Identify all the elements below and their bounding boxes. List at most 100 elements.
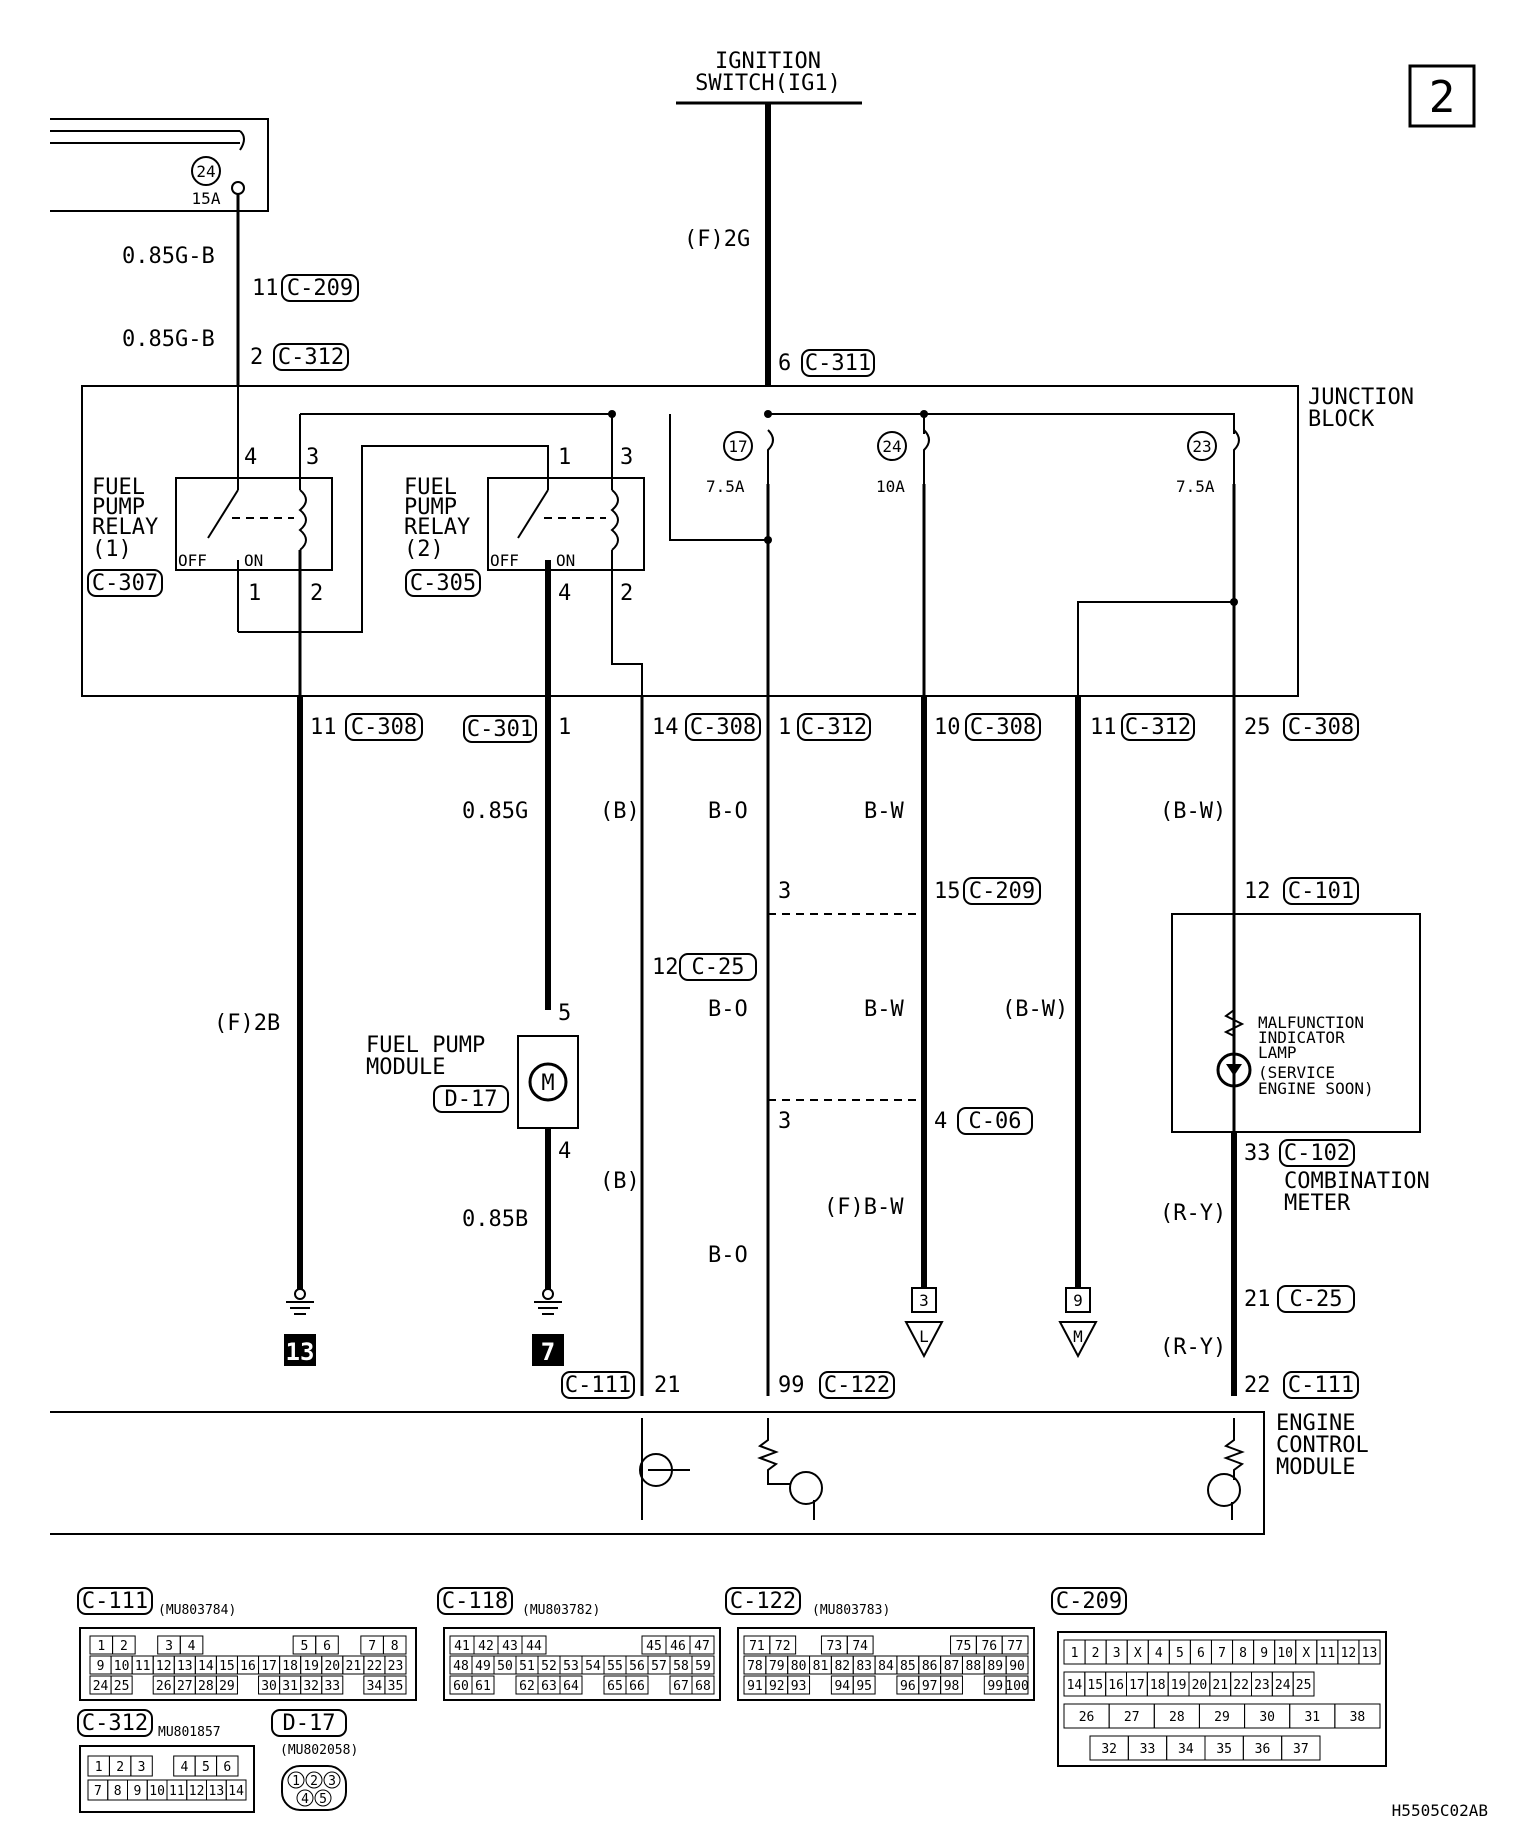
ground-13-badge: [284, 1334, 316, 1366]
c312-r2-pin: 12: [189, 1784, 205, 1799]
relay-1-name-1: FUEL: [92, 475, 145, 500]
c111-r2-pin: 9: [97, 1659, 105, 1674]
c118-r3-pin: 63: [541, 1679, 557, 1694]
conn-c305-box: [405, 569, 481, 597]
c111-r3-pin: 35: [388, 1679, 404, 1694]
c122-r2-pin: 90: [1009, 1659, 1025, 1674]
c122-r2-pin: 81: [813, 1659, 829, 1674]
c111-r2-pin: 17: [261, 1659, 277, 1674]
d17-pin-circle: [305, 1771, 323, 1789]
c122-r3-pin: 94: [834, 1679, 850, 1694]
fuse-23-branch: [1077, 601, 1234, 696]
fuse-box-top: [50, 118, 269, 212]
wire-label-bo-1: B-O: [708, 799, 748, 824]
relay-2-coil: [610, 489, 619, 551]
c312-r2-pin: 7: [94, 1784, 102, 1799]
ground-7-label: 7: [541, 1338, 555, 1366]
c118-r2-pin: 59: [695, 1659, 711, 1674]
c122-r2-pin: 89: [987, 1659, 1003, 1674]
splice-2-pin2: 4: [934, 1109, 947, 1134]
splice-2-conn: C-06: [969, 1109, 1022, 1134]
c111-r1-cell: [248, 1636, 271, 1654]
c122-r2-pin: 87: [944, 1659, 960, 1674]
splice-1-conn: C-209: [969, 879, 1035, 904]
c312-r1-pin: 1: [95, 1760, 103, 1775]
c122-r3-cell: [962, 1676, 984, 1694]
c209-r2-pin: 22: [1233, 1678, 1249, 1693]
fuse-23-amp: 7.5A: [1176, 477, 1215, 496]
jb-out-f-conn: C-312: [1125, 715, 1191, 740]
meter-out-conn-box: [1279, 1139, 1355, 1167]
meter-c25-conn: C-25: [1290, 1287, 1343, 1312]
c209-r4-pin: 36: [1255, 1742, 1271, 1757]
fuel-pump-name-1: FUEL PUMP: [366, 1033, 485, 1058]
junction-block-label-1: JUNCTION: [1308, 385, 1414, 410]
doc-code: H5505C02AB: [1392, 1801, 1488, 1820]
connector-c111-title: C-111: [82, 1589, 148, 1614]
c209-r1-pin: X: [1134, 1646, 1142, 1661]
d17-pin: 2: [310, 1774, 318, 1789]
c312-r1-pin: 5: [202, 1760, 210, 1775]
c118-r2-pin: 51: [519, 1659, 535, 1674]
fuse-top-terminal: [231, 181, 245, 195]
c111-r1-pin: 2: [120, 1639, 128, 1654]
relay-2-name-2: PUMP: [404, 495, 457, 520]
d17-pin: 5: [319, 1792, 327, 1807]
fuse-24-amp: 10A: [876, 477, 905, 496]
c122-r3-pin: 97: [922, 1679, 938, 1694]
wire-label-bw-1: B-W: [864, 799, 904, 824]
splice-2-conn-box: [957, 1107, 1033, 1135]
conn-c305: C-305: [410, 571, 476, 596]
fuse-23-circle: [1187, 431, 1217, 461]
c312-r2-pin: 11: [169, 1784, 185, 1799]
offpage-9-triangle: [1058, 1321, 1098, 1359]
meter-in-pin: 12: [1244, 879, 1271, 904]
ecm-c111a: C-111: [565, 1373, 631, 1398]
c122-r2-pin: 88: [966, 1659, 982, 1674]
ground-7-badge: [532, 1334, 564, 1366]
splice-2-pin: 3: [778, 1109, 791, 1134]
c118-r1-pin: 43: [502, 1639, 518, 1654]
relay-1-name-2: PUMP: [92, 495, 145, 520]
c122-r3-cell: [1005, 1675, 1029, 1695]
jb-out-a-conn-box: [345, 713, 423, 741]
c122-r1-pin: 74: [852, 1639, 868, 1654]
pin-2: 2: [250, 345, 263, 370]
relay-1-coil: [298, 489, 307, 551]
page-number-box: [1408, 64, 1476, 128]
jb-out-g-conn-box: [1283, 713, 1359, 741]
c122-r1-pin: 71: [749, 1639, 765, 1654]
offpage-9-num: 9: [1073, 1291, 1083, 1310]
c111-r2-pin: 20: [324, 1659, 340, 1674]
c111-r1-cell: [338, 1636, 361, 1654]
c118-r1-pin: 45: [646, 1639, 662, 1654]
relay-1-switch: [207, 489, 239, 539]
ecm-c111b-box: [1283, 1371, 1359, 1399]
c111-r1-cell: [112, 1635, 136, 1655]
c111-r3-cell: [343, 1676, 364, 1694]
wire-label-bw-2: B-W: [864, 997, 904, 1022]
ecm-transistor-icon-3: [1207, 1418, 1245, 1520]
c312-r2-pin: 10: [149, 1784, 165, 1799]
c209-r1-pin: 1: [1071, 1646, 1079, 1661]
conn-c209-top-box: [281, 274, 359, 302]
c118-r1-cell: [546, 1636, 570, 1654]
wire-label-b-2: (B): [600, 1169, 640, 1194]
c122-r1-pin: 72: [775, 1639, 791, 1654]
c209-r4-pin: 37: [1293, 1742, 1309, 1757]
wire-label-085b: 0.85B: [462, 1207, 528, 1232]
jb-out-c-conn-box: [685, 713, 761, 741]
ecm-c122: C-122: [824, 1373, 890, 1398]
jb-out-b-pin: 1: [558, 715, 571, 740]
relay-coil-feed: [669, 414, 768, 541]
conn-d17-box: [433, 1085, 509, 1113]
c118-r1-pin: 44: [526, 1639, 542, 1654]
relay-2-box: [487, 477, 645, 571]
c118-r1-pin: 42: [478, 1639, 494, 1654]
c111-r1-pin: 1: [97, 1639, 105, 1654]
c209-r3-pin: 29: [1214, 1710, 1230, 1725]
c122-r2-pin: 82: [834, 1659, 850, 1674]
